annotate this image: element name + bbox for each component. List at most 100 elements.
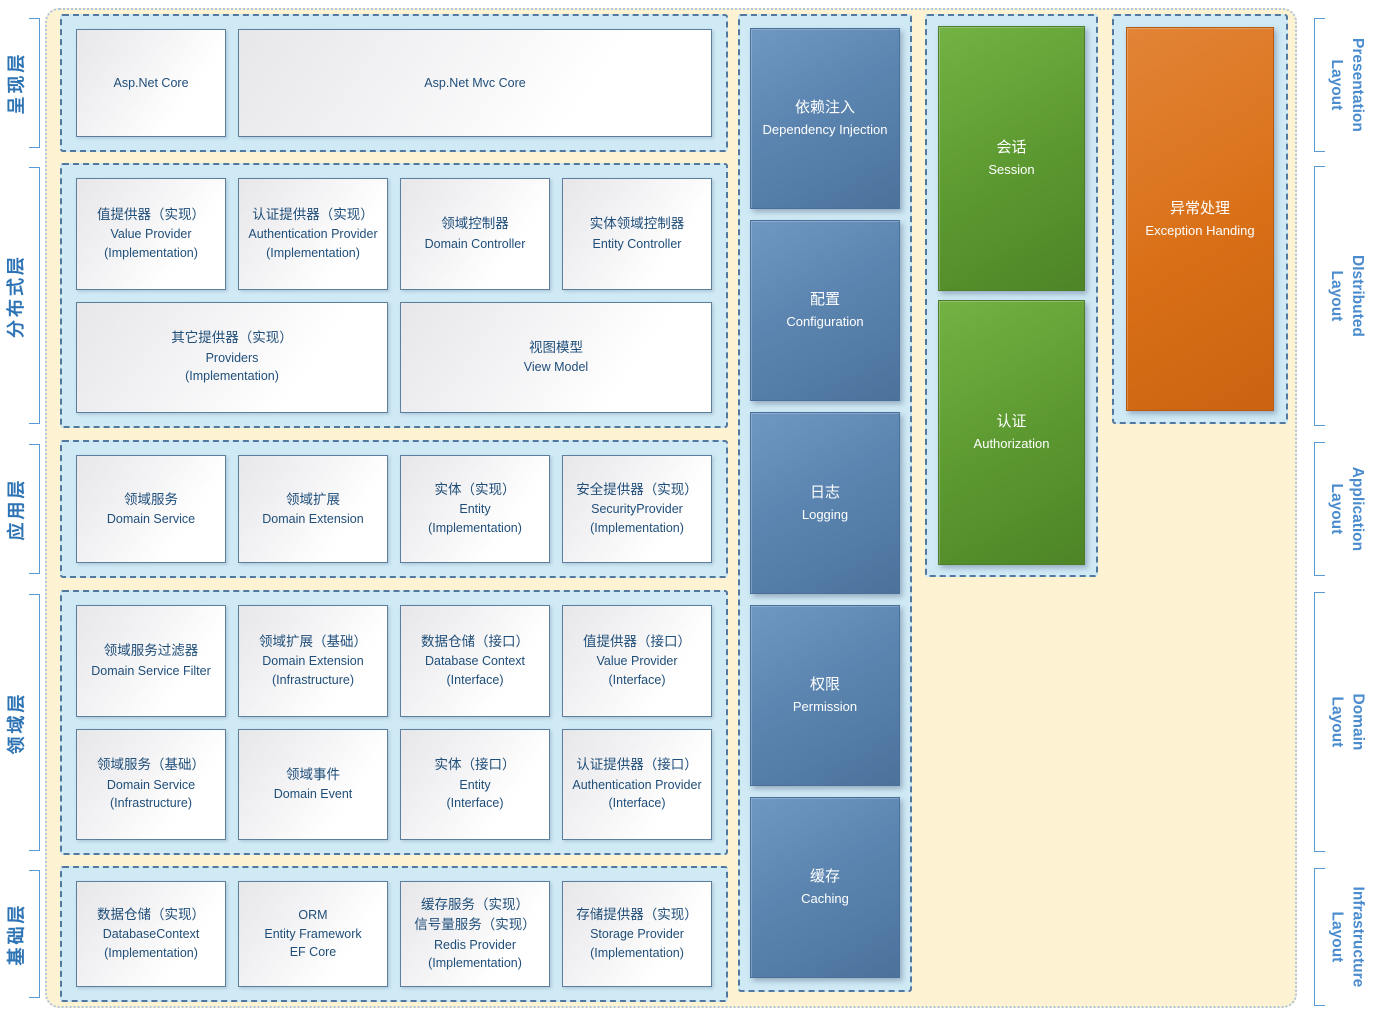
box-label: 存储提供器（实现）: [576, 907, 698, 923]
box-label: 会话: [996, 139, 1027, 157]
box-label: Caching: [801, 891, 849, 907]
box-label: Session: [988, 162, 1035, 178]
asp-net-mvc-core-box: Asp.Net Mvc Core: [238, 29, 712, 137]
box-label: 缓存服务（实现）: [421, 897, 529, 912]
box-label: Value Provider: [596, 654, 678, 669]
value-provider-impl-box: 值提供器（实现）Value Provider(Implementation): [76, 178, 226, 290]
box-label: Redis Provider: [434, 937, 516, 952]
distributed-row-1: 值提供器（实现）Value Provider(Implementation)认证…: [76, 178, 712, 290]
entity-interface-box: 实体（接口）Entity(Interface): [400, 728, 550, 840]
box-label: (Interface): [446, 672, 504, 687]
layer-label-text: Layout: [1328, 696, 1345, 748]
box-label: Domain Service: [106, 777, 196, 792]
box-label: Logging: [801, 506, 849, 522]
redis-provider-impl-box: 缓存服务（实现）信号量服务（实现）Redis Provider(Implemen…: [400, 881, 550, 987]
domain-event-box: 领域事件 Domain Event: [238, 728, 388, 840]
box-label: (Implementation): [104, 946, 198, 961]
exception-handling-box: 异常处理 Exception Handing: [1126, 27, 1274, 411]
box-label: (Infrastructure): [272, 672, 354, 687]
layer-label-text: 应用层: [6, 477, 26, 541]
presentation-row: Asp.Net Core Asp.Net Mvc Core: [76, 29, 712, 137]
domain-extension-infra-box: 领域扩展（基础） Domain Extension (Infrastructure): [238, 605, 388, 717]
box-label: 领域扩展（基础）: [259, 633, 367, 649]
providers-impl-box: 其它提供器（实现）Providers(Implementation): [76, 301, 388, 413]
box-label: 依赖注入: [794, 99, 855, 117]
box-label: Domain Extension: [262, 511, 364, 526]
layer-label-text: 基础层: [6, 902, 26, 966]
database-context-interface-box: 数据仓储（接口）Database Context(Interface): [400, 605, 550, 717]
right-bracket-domain: [1314, 592, 1325, 852]
right-bracket-infrastructure: [1314, 868, 1325, 1006]
box-label: 实体（接口）: [434, 757, 516, 773]
distributed-layer-container: 值提供器（实现）Value Provider(Implementation)认证…: [60, 163, 728, 428]
box-label: 缓存: [809, 868, 840, 886]
box-label: Domain Extension: [262, 654, 364, 669]
box-label: DatabaseContext: [102, 927, 200, 942]
value-provider-interface-box: 值提供器（接口）Value Provider(Interface): [562, 605, 712, 717]
right-bracket-distributed: [1314, 166, 1325, 426]
layer-label-text: 领域层: [6, 691, 26, 754]
layer-label-text: Presentation: [1348, 38, 1366, 132]
authentication-provider-impl-box: 认证提供器（实现）Authentication Provider(Impleme…: [238, 178, 388, 290]
left-bracket-domain: [29, 594, 40, 851]
box-label: 数据仓储（接口）: [421, 633, 529, 649]
box-label: 领域服务（基础）: [97, 757, 205, 773]
box-label: Dependency Injection: [762, 122, 888, 138]
storage-provider-impl-box: 存储提供器（实现）Storage Provider(Implementation…: [562, 881, 712, 987]
left-bracket-distributed: [29, 167, 40, 424]
right-bracket-presentation: [1314, 18, 1325, 152]
box-label: Domain Controller: [424, 236, 526, 251]
box-label: 实体领域控制器: [589, 216, 685, 232]
box-label: Domain Service: [106, 511, 196, 526]
domain-row-2: 领域服务（基础）Domain Service(Infrastructure)领域…: [76, 728, 712, 840]
layer-label-text: Infrastructure: [1348, 886, 1366, 988]
session-box: 会话 Session: [938, 26, 1085, 291]
box-label: 安全提供器（实现）: [576, 482, 698, 498]
asp-net-core-box: Asp.Net Core: [76, 29, 226, 137]
database-context-impl-box: 数据仓储（实现） DatabaseContext (Implementation): [76, 881, 226, 987]
box-label: 值提供器（实现）: [97, 206, 205, 222]
box-label: 其它提供器（实现）: [171, 330, 293, 346]
right-bracket-application: [1314, 442, 1325, 576]
layer-label-distributed-zh: 分布式层: [0, 167, 30, 424]
box-label: View Model: [523, 360, 589, 374]
domain-extension-box: 领域扩展 Domain Extension: [238, 455, 388, 563]
box-label: (Implementation): [590, 521, 684, 536]
box-label: (Interface): [608, 672, 666, 687]
exception-column-container: 异常处理 Exception Handing: [1112, 14, 1288, 424]
box-label: (Implementation): [428, 521, 522, 536]
box-label: 异常处理: [1169, 199, 1230, 217]
domain-service-infra-box: 领域服务（基础） Domain Service (Infrastructure): [76, 728, 226, 840]
box-label: Entity Controller: [592, 236, 682, 251]
box-label: (Implementation): [428, 956, 522, 971]
box-label: Permission: [792, 698, 858, 714]
layer-label-infrastructure-zh: 基础层: [0, 870, 30, 998]
box-label: Asp.Net Core: [113, 75, 189, 90]
box-label: 配置: [809, 291, 840, 309]
box-label: 领域事件: [286, 766, 340, 782]
box-label: ORM: [298, 907, 328, 922]
entity-impl-box: 实体（实现）Entity(Implementation): [400, 455, 550, 563]
box-label: Exception Handing: [1145, 222, 1255, 238]
layer-label-text: 分布式层: [6, 253, 26, 338]
box-label: 领域扩展: [286, 491, 340, 507]
box-label: (Infrastructure): [110, 796, 192, 811]
left-bracket-presentation: [29, 18, 40, 148]
layer-label-domain-zh: 领域层: [0, 594, 30, 851]
layer-label-text: Layout: [1328, 483, 1346, 535]
box-label: 数据仓储（实现）: [97, 907, 205, 923]
box-label: Domain Event: [273, 787, 353, 801]
layer-label-text: Layout: [1328, 270, 1345, 322]
